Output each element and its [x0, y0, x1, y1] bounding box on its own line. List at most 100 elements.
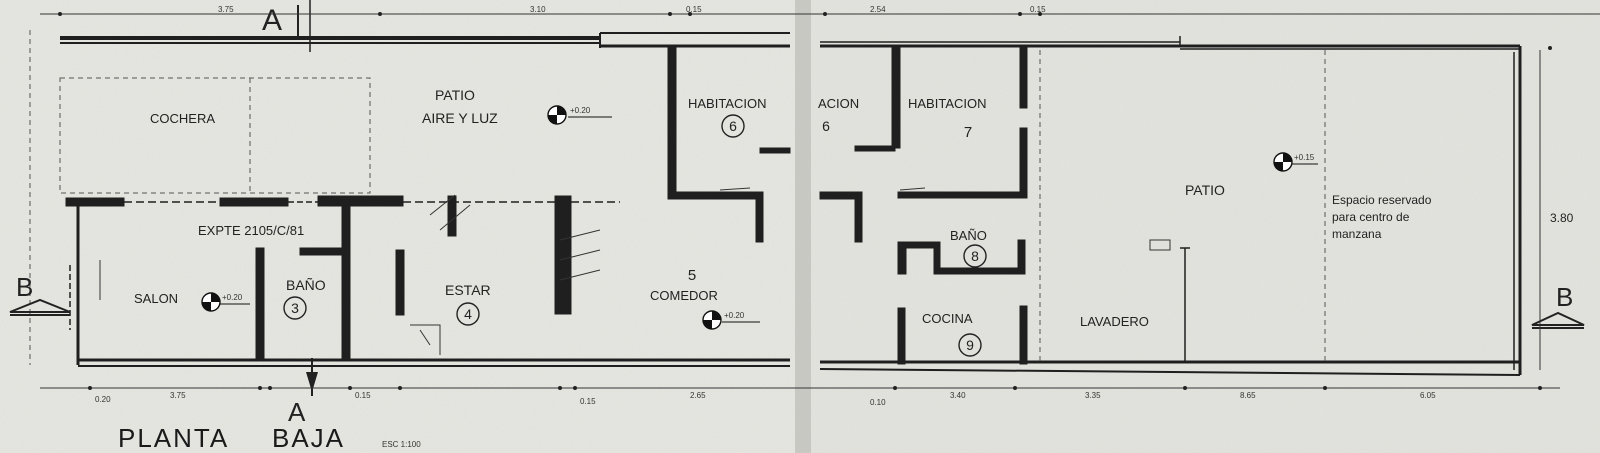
dimension-ticks — [58, 12, 1552, 390]
wall-segment — [667, 191, 761, 200]
wall-segment — [897, 241, 935, 249]
room-label-patio-back: PATIO — [1185, 182, 1225, 198]
room-label-habitacion-6: HABITACION — [688, 96, 767, 111]
svg-text:3.80: 3.80 — [1550, 211, 1574, 225]
interior-walls — [65, 47, 1190, 365]
expediente-label: EXPTE 2105/C/81 — [198, 223, 304, 238]
svg-text:6: 6 — [729, 118, 737, 134]
svg-text:3.75: 3.75 — [218, 5, 234, 14]
wall-segment — [554, 195, 572, 315]
svg-text:+0.15: +0.15 — [1294, 153, 1315, 162]
room-numbers: 3 4 5 6 6 7 8 9 — [283, 114, 987, 357]
svg-text:+0.20: +0.20 — [222, 293, 243, 302]
room-number-6: 6 — [721, 114, 745, 138]
svg-text:3.35: 3.35 — [1085, 391, 1101, 400]
svg-text:0.15: 0.15 — [580, 397, 596, 406]
wall-segment — [65, 197, 125, 207]
svg-text:8.65: 8.65 — [1240, 391, 1256, 400]
plan-scale: ESC 1:100 — [382, 440, 421, 449]
exterior-walls — [60, 32, 1522, 376]
wall-segment — [1019, 305, 1028, 365]
svg-text:2.65: 2.65 — [690, 391, 706, 400]
svg-text:4: 4 — [464, 306, 472, 322]
plan-title-sub: BAJA — [272, 423, 345, 453]
room-label-habitacion-6-cut: ACION — [818, 96, 859, 111]
svg-text:6: 6 — [822, 118, 830, 134]
room-label-cochera: COCHERA — [150, 111, 215, 126]
svg-text:0.15: 0.15 — [686, 5, 702, 14]
reserved-note-line-1: Espacio reservado — [1332, 193, 1432, 207]
plan-title-main: PLANTA — [118, 423, 229, 453]
dimension-lines — [40, 13, 1600, 389]
svg-text:0.10: 0.10 — [870, 398, 886, 407]
svg-text:3.10: 3.10 — [530, 5, 546, 14]
section-marker-left: B — [9, 272, 71, 316]
wall-segment — [933, 267, 1025, 275]
room-number-8: 8 — [963, 244, 987, 268]
room-label-patio-front: PATIO — [435, 87, 475, 103]
room-number-3: 3 — [283, 296, 307, 320]
wall-segment — [299, 247, 343, 256]
room-label-lavadero: LAVADERO — [1080, 314, 1149, 329]
section-marker-top: A — [262, 0, 311, 52]
dimension-labels: 3.75 3.10 0.15 2.54 0.15 0.20 3.75 0.15 … — [95, 5, 1574, 407]
svg-text:3.75: 3.75 — [170, 391, 186, 400]
wall-segment — [897, 307, 906, 365]
room-number-9: 9 — [958, 333, 982, 357]
room-number-5: 5 — [688, 267, 696, 284]
wall-segment — [854, 145, 896, 152]
room-label-bano-8: BAÑO — [950, 228, 987, 243]
svg-text:6.05: 6.05 — [1420, 391, 1436, 400]
reserved-note-line-3: manzana — [1332, 227, 1382, 241]
door-swings — [99, 187, 1171, 355]
wall-segment — [1017, 239, 1026, 275]
svg-text:3: 3 — [291, 300, 299, 316]
section-label-top: A — [262, 4, 282, 37]
svg-text:0.15: 0.15 — [355, 391, 371, 400]
svg-text:+0.20: +0.20 — [570, 106, 591, 115]
wall-segment — [1019, 47, 1028, 109]
level-marker-patio-back: +0.15 — [1273, 152, 1318, 172]
dashed-outlines — [29, 30, 1326, 365]
svg-text:7: 7 — [964, 124, 972, 141]
svg-text:9: 9 — [966, 337, 974, 353]
room-number-4: 4 — [456, 302, 480, 326]
room-label-cocina: COCINA — [922, 311, 973, 326]
plan-title-block: PLANTA BAJA ESC 1:100 — [118, 423, 421, 453]
wall-segment — [854, 191, 863, 243]
wall-segment — [219, 197, 289, 207]
svg-text:+0.20: +0.20 — [724, 311, 745, 320]
room-label-habitacion-7: HABITACION — [908, 96, 987, 111]
wall-segment — [759, 147, 791, 154]
wall-segment — [667, 47, 677, 197]
section-label-bottom: A — [288, 397, 306, 427]
section-label-right: B — [1556, 282, 1573, 312]
section-marker-bottom: A — [288, 358, 318, 427]
room-labels: COCHERA PATIO AIRE Y LUZ HABITACION ACIO… — [134, 87, 1432, 329]
wall-segment — [317, 195, 404, 207]
svg-text:5: 5 — [688, 267, 696, 284]
room-label-estar: ESTAR — [445, 282, 491, 298]
room-number-7: 7 — [964, 124, 972, 141]
level-marker-patio-front: +0.20 — [547, 105, 612, 125]
level-marker-salon: +0.20 — [201, 292, 250, 312]
room-label-bano-3: BAÑO — [286, 277, 326, 293]
section-label-left: B — [16, 272, 33, 302]
wall-segment — [395, 249, 405, 316]
svg-text:0.15: 0.15 — [1030, 5, 1046, 14]
reserved-note-line-2: para centro de — [1332, 210, 1410, 224]
wall-segment — [1019, 127, 1028, 199]
wall-segment — [255, 247, 265, 361]
svg-text:8: 8 — [971, 248, 979, 264]
section-marker-right: B — [1531, 282, 1585, 329]
wall-segment — [819, 191, 861, 200]
room-label-comedor: COMEDOR — [650, 288, 718, 303]
level-markers: +0.20 +0.20 +0.20 +0.15 — [201, 105, 1318, 330]
wall-segment — [447, 195, 457, 237]
wall-segment — [341, 195, 351, 361]
svg-text:2.54: 2.54 — [870, 5, 886, 14]
wall-segment — [891, 47, 901, 149]
